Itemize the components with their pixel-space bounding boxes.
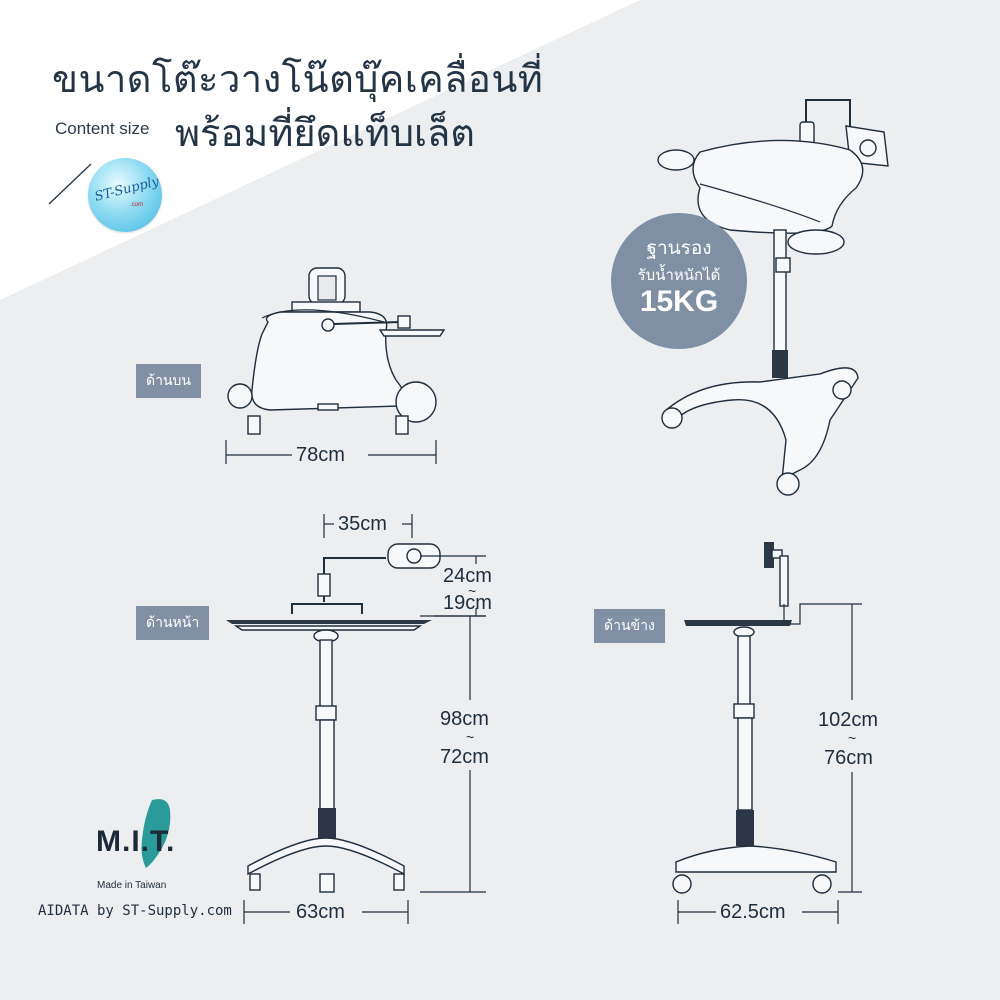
taiwan-map-icon bbox=[141, 799, 171, 868]
side-dimensions bbox=[677, 603, 862, 924]
front-view-tag: ด้านหน้า bbox=[136, 606, 210, 640]
badge-line-1: ฐานรอง bbox=[646, 238, 712, 259]
tablet-height-separator: ~ bbox=[468, 583, 477, 599]
front-height-max-label: 98cm bbox=[440, 708, 489, 730]
side-view-tag: ด้านข้าง bbox=[594, 609, 665, 643]
divider-slash bbox=[48, 163, 92, 205]
front-height-separator: ~ bbox=[466, 729, 475, 745]
top-view-tag: ด้านบน bbox=[136, 364, 201, 398]
brand-logo[interactable]: ST-Supply .com bbox=[88, 158, 162, 232]
front-base-width-label: 63cm bbox=[296, 901, 345, 923]
made-in-taiwan-text: Made in Taiwan bbox=[97, 880, 167, 891]
content-size-label: Content size bbox=[55, 119, 150, 138]
tablet-height-max-label: 24cm bbox=[443, 565, 492, 587]
badge-line-2: รับน้ำหนักได้ bbox=[637, 267, 721, 284]
logo-sub-text: .com bbox=[130, 202, 144, 208]
front-height-min-label: 72cm bbox=[440, 746, 489, 768]
side-view-drawing bbox=[672, 542, 837, 894]
top-width-label: 78cm bbox=[296, 444, 345, 466]
badge-line-3: 15KG bbox=[639, 285, 719, 318]
top-view-drawing bbox=[227, 267, 446, 435]
load-capacity-badge: ฐานรอง รับน้ำหนักได้ 15KG bbox=[611, 213, 747, 349]
front-dimensions bbox=[243, 514, 486, 924]
credit-text: AIDATA by ST-Supply.com bbox=[38, 903, 232, 919]
side-height-min-label: 76cm bbox=[824, 747, 873, 769]
tablet-height-min-label: 19cm bbox=[443, 592, 492, 614]
page-subtitle: พร้อมที่ยึดแท็บเล็ต bbox=[175, 113, 475, 155]
mit-text: M.I.T. bbox=[96, 825, 176, 858]
mit-logo: M.I.T. bbox=[92, 795, 192, 885]
front-view-drawing bbox=[226, 543, 441, 893]
arm-length-label: 35cm bbox=[338, 513, 387, 535]
page-title: ขนาดโต๊ะวางโน๊ตบุ๊คเคลื่อนที่ bbox=[52, 59, 544, 101]
side-height-separator: ~ bbox=[848, 730, 857, 746]
iso-view-drawing bbox=[657, 99, 889, 496]
top-width-dimension bbox=[225, 440, 437, 464]
side-base-width-label: 62.5cm bbox=[720, 901, 786, 923]
side-height-max-label: 102cm bbox=[818, 709, 879, 731]
